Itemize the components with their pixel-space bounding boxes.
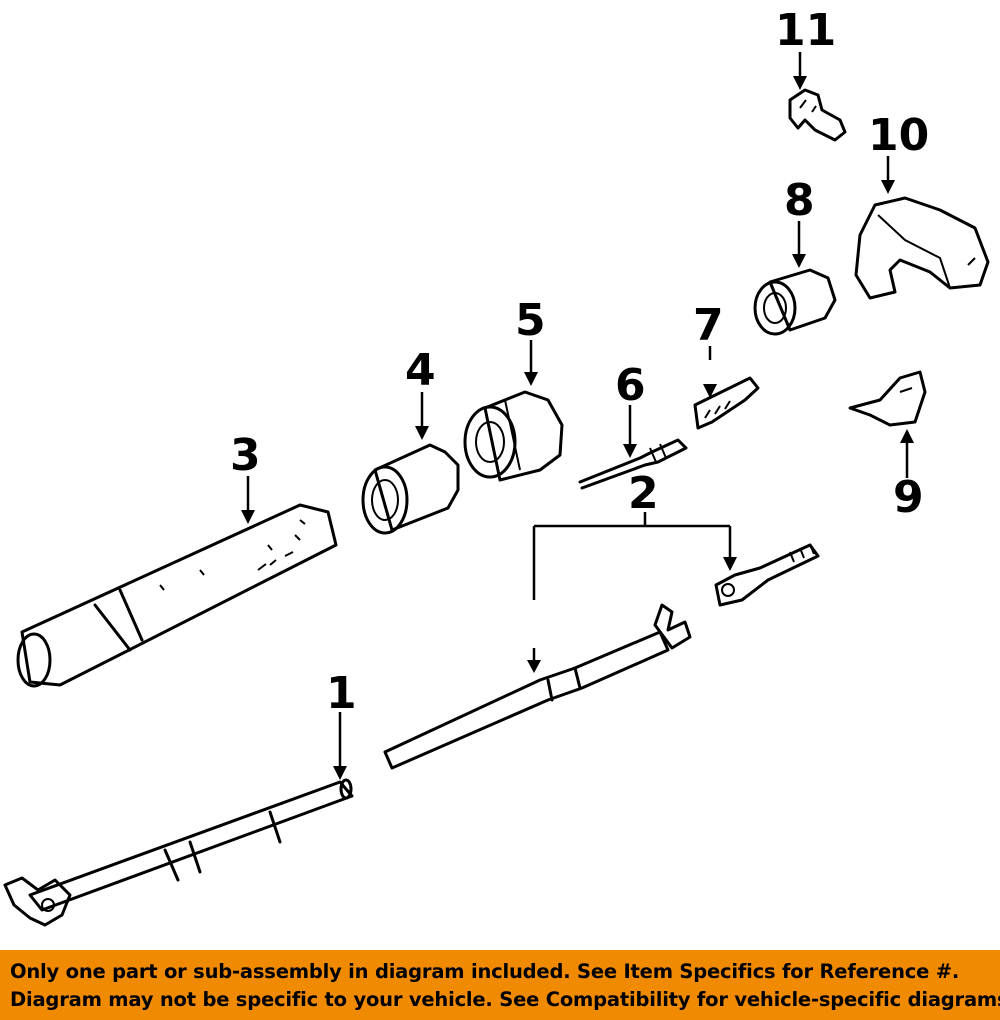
callout-9-number: 9 bbox=[893, 472, 924, 523]
part-7-actuator-rack bbox=[693, 376, 760, 430]
part-2-intermediate-shaft bbox=[383, 543, 820, 770]
part-9-bracket bbox=[848, 370, 927, 427]
callout-9: 9 bbox=[893, 429, 924, 523]
callout-4-number: 4 bbox=[405, 345, 436, 396]
callout-10: 10 bbox=[868, 110, 929, 194]
callout-4: 4 bbox=[405, 345, 436, 440]
callout-7-number: 7 bbox=[693, 300, 724, 351]
callout-5-number: 5 bbox=[515, 295, 546, 346]
parts-diagram: 1 2 3 4 bbox=[3, 5, 990, 927]
callout-3: 3 bbox=[230, 430, 261, 524]
callout-10-number: 10 bbox=[868, 110, 929, 161]
parts-diagram-svg: 1 2 3 4 bbox=[3, 5, 990, 927]
disclaimer-banner: Only one part or sub-assembly in diagram… bbox=[0, 950, 1000, 1020]
callout-2-number: 2 bbox=[628, 468, 659, 519]
callout-2: 2 bbox=[527, 468, 737, 673]
callout-7: 7 bbox=[693, 300, 724, 398]
disclaimer-line-2: Diagram may not be specific to your vehi… bbox=[10, 988, 1000, 1011]
part-4-bearing-housing bbox=[361, 443, 460, 535]
part-8-lock-cylinder bbox=[753, 268, 837, 336]
part-5-bushing bbox=[463, 390, 564, 482]
callout-5: 5 bbox=[515, 295, 546, 386]
callout-3-number: 3 bbox=[230, 430, 261, 481]
callout-1-number: 1 bbox=[326, 668, 357, 719]
callout-1: 1 bbox=[326, 668, 357, 780]
callout-6: 6 bbox=[615, 360, 646, 458]
callout-11: 11 bbox=[775, 5, 836, 90]
callout-6-number: 6 bbox=[615, 360, 646, 411]
callout-11-number: 11 bbox=[775, 5, 836, 56]
callout-8: 8 bbox=[784, 175, 815, 268]
part-1-steering-shaft bbox=[3, 778, 354, 927]
part-11-clip-pin bbox=[788, 88, 847, 142]
part-10-housing-cover bbox=[854, 196, 990, 300]
part-3-column-jacket bbox=[16, 503, 338, 688]
callout-8-number: 8 bbox=[784, 175, 815, 226]
disclaimer-line-1: Only one part or sub-assembly in diagram… bbox=[10, 960, 960, 983]
part-6-actuator-rod bbox=[578, 438, 688, 490]
